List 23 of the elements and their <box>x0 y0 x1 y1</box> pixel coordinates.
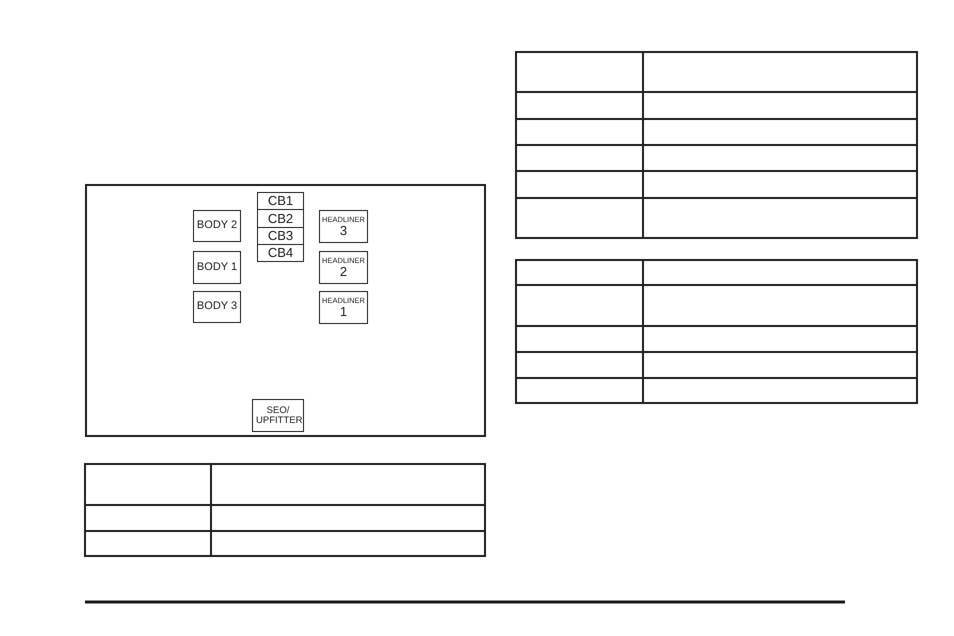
fuse-slot <box>319 251 368 284</box>
fuse-slot <box>257 209 304 228</box>
fuse-slot <box>319 291 368 324</box>
fuse-slot <box>252 399 304 432</box>
fuse-label: CB1 <box>268 194 294 208</box>
fuse-number: 1 <box>340 304 348 318</box>
fuse-label: CB4 <box>268 246 294 260</box>
fuse-slot <box>319 210 368 243</box>
fuse-label: BODY 1 <box>196 262 238 274</box>
fuse-slot <box>257 227 304 245</box>
fuse-number: 3 <box>340 224 348 238</box>
fuse-slot <box>193 291 241 323</box>
fuse-number: 2 <box>340 264 348 278</box>
fuse-label: SEO/ UPFITTER <box>256 406 300 426</box>
fuse-panel <box>85 184 486 437</box>
fuse-label: CB3 <box>268 229 294 243</box>
fuse-slot <box>193 210 241 242</box>
fuse-label: BODY 3 <box>196 301 238 313</box>
fuse-label: BODY 2 <box>196 220 238 232</box>
fuse-slot <box>193 251 241 284</box>
fuse-slot <box>257 244 304 262</box>
fuse-label: CB2 <box>268 212 294 226</box>
fuse-slot <box>257 192 304 210</box>
